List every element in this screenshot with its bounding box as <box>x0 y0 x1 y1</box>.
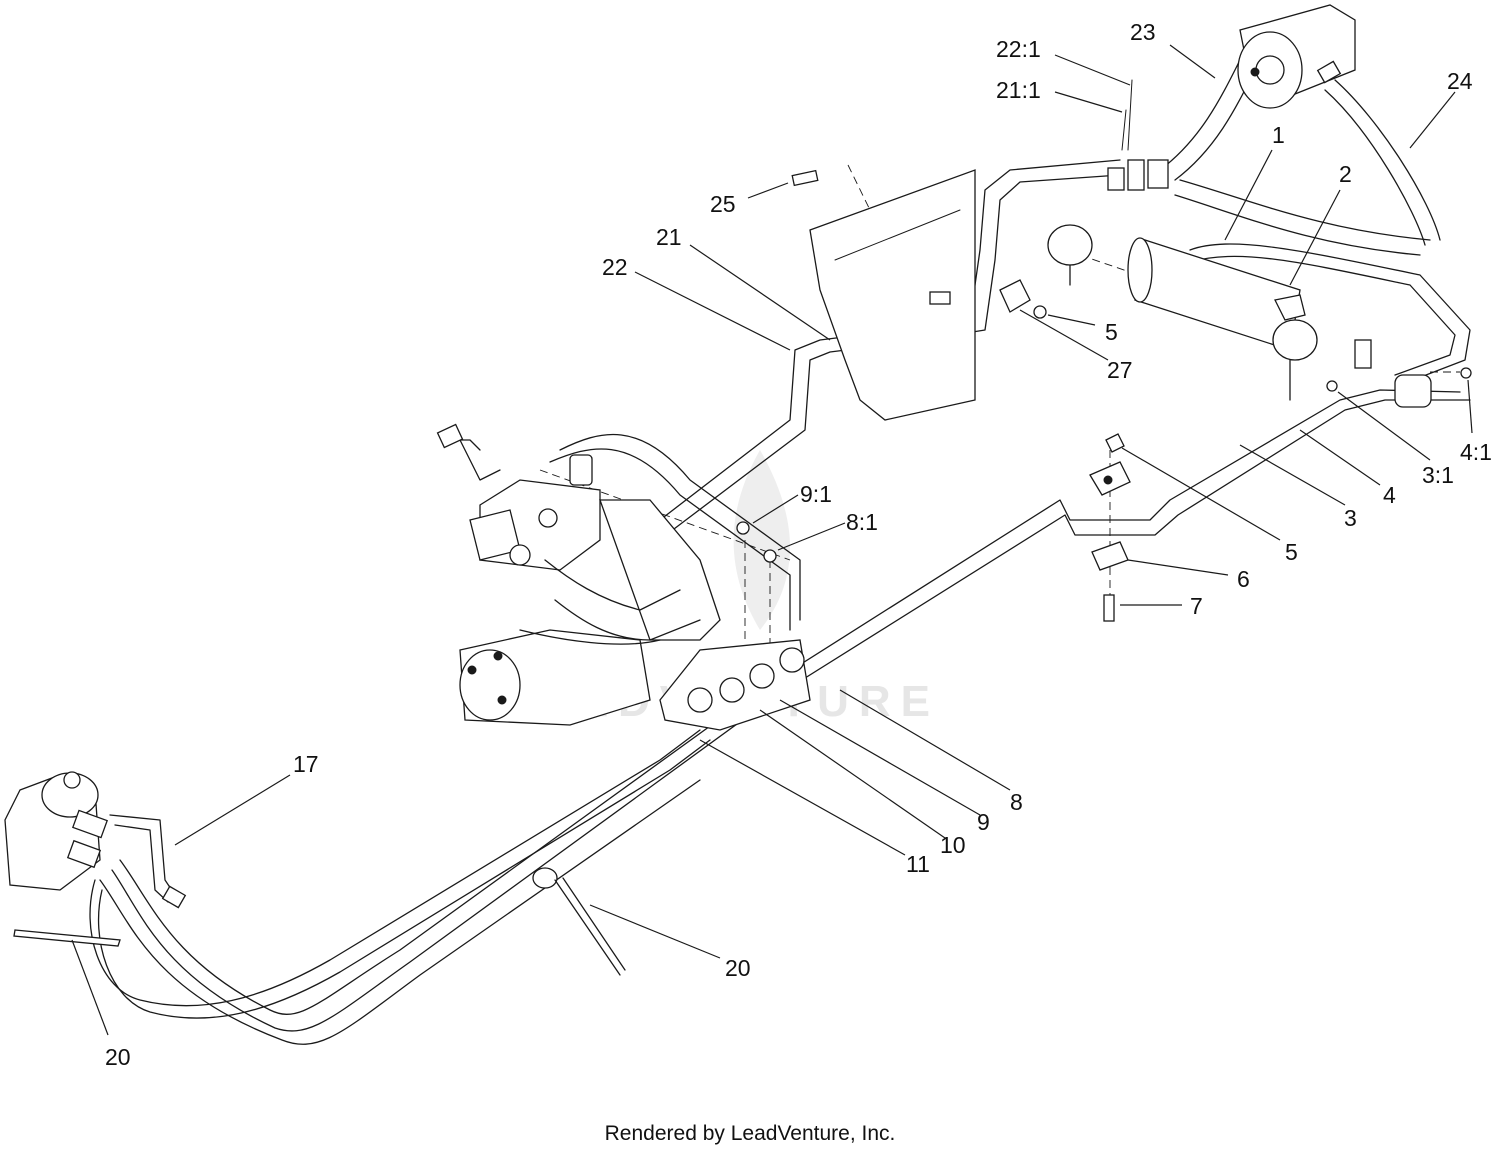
bolt-25 <box>791 169 819 187</box>
rear-motor <box>1237 4 1356 109</box>
callout-20b: 20 <box>105 1044 131 1070</box>
callout-11: 11 <box>906 851 930 877</box>
clamp-block-6 <box>1091 541 1129 571</box>
callout-24: 24 <box>1447 68 1473 94</box>
clamp-assembly <box>1089 433 1131 622</box>
cable-tie-20b <box>13 929 121 947</box>
callout-20a: 20 <box>725 955 751 981</box>
callout-7: 7 <box>1190 593 1203 619</box>
callout-5b: 5 <box>1285 539 1298 565</box>
callout-23: 23 <box>1130 19 1156 45</box>
callout-21-1: 21:1 <box>996 77 1041 103</box>
callout-8: 8 <box>1010 789 1023 815</box>
callout-6: 6 <box>1237 566 1250 592</box>
nut-5b <box>1105 433 1125 453</box>
callout-22: 22 <box>602 254 628 280</box>
callout-3: 3 <box>1344 505 1357 531</box>
tube-clamp-27 <box>999 279 1031 313</box>
callout-3-1: 3:1 <box>1422 462 1454 488</box>
cable-ties <box>13 867 626 976</box>
callout-22-1: 22:1 <box>996 36 1041 62</box>
callout-25: 25 <box>710 191 736 217</box>
callout-8-1: 8:1 <box>846 509 878 535</box>
leader-lines <box>71 44 1473 1036</box>
front-tube-fittings <box>659 521 811 731</box>
o-ring-4-1 <box>1460 367 1472 379</box>
cable-tie-20a <box>532 867 558 889</box>
callout-9-1: 9:1 <box>800 481 832 507</box>
nut-5 <box>1033 305 1047 319</box>
callout-2: 2 <box>1339 161 1352 187</box>
callout-17: 17 <box>293 751 319 777</box>
rear-tube-fittings <box>1107 79 1169 191</box>
callout-27: 27 <box>1107 357 1133 383</box>
callouts: 1 2 3 4 3:1 4:1 5 27 5 6 7 8 9 10 11 9:1… <box>105 19 1492 1070</box>
callout-4-1: 4:1 <box>1460 439 1492 465</box>
o-ring-9-1 <box>736 521 750 535</box>
o-ring-3-1 <box>1326 380 1338 392</box>
callout-5a: 5 <box>1105 319 1118 345</box>
steering-cylinder <box>1047 224 1318 401</box>
mounting-bracket <box>809 169 1047 421</box>
bolt-7 <box>1103 594 1115 622</box>
callout-10: 10 <box>940 832 966 858</box>
callout-21: 21 <box>656 224 682 250</box>
tube-lines <box>89 59 1471 1045</box>
steering-valve <box>4 771 187 909</box>
right-tube-fittings <box>1326 339 1472 408</box>
callout-1: 1 <box>1272 122 1285 148</box>
control-valve-pump <box>436 423 721 726</box>
callout-9: 9 <box>977 809 990 835</box>
o-ring-8-1 <box>763 549 777 563</box>
render-credit-footer: Rendered by LeadVenture, Inc. <box>604 1122 896 1145</box>
callout-4: 4 <box>1383 482 1396 508</box>
